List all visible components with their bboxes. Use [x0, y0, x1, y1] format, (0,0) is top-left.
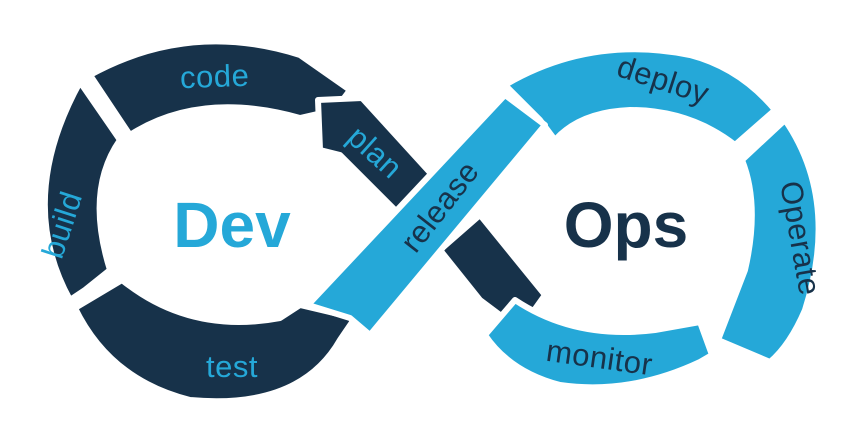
dev-loop: [41, 38, 548, 405]
stage-label-code: code: [179, 58, 249, 95]
ops-ring-segment-operate: [715, 117, 822, 365]
dev-ring-segment-test: [72, 277, 358, 405]
center-label-ops: Ops: [564, 189, 688, 261]
ops-ring-segment-deploy: [502, 46, 778, 148]
ops-ring-segment-monitor: [482, 297, 715, 391]
ops-loop: [305, 46, 822, 391]
stage-label-test: test: [206, 349, 258, 384]
ops-ring-segment-release: [305, 92, 548, 338]
dev-ring-segment-build: [41, 79, 123, 303]
center-label-dev: Dev: [173, 189, 291, 261]
